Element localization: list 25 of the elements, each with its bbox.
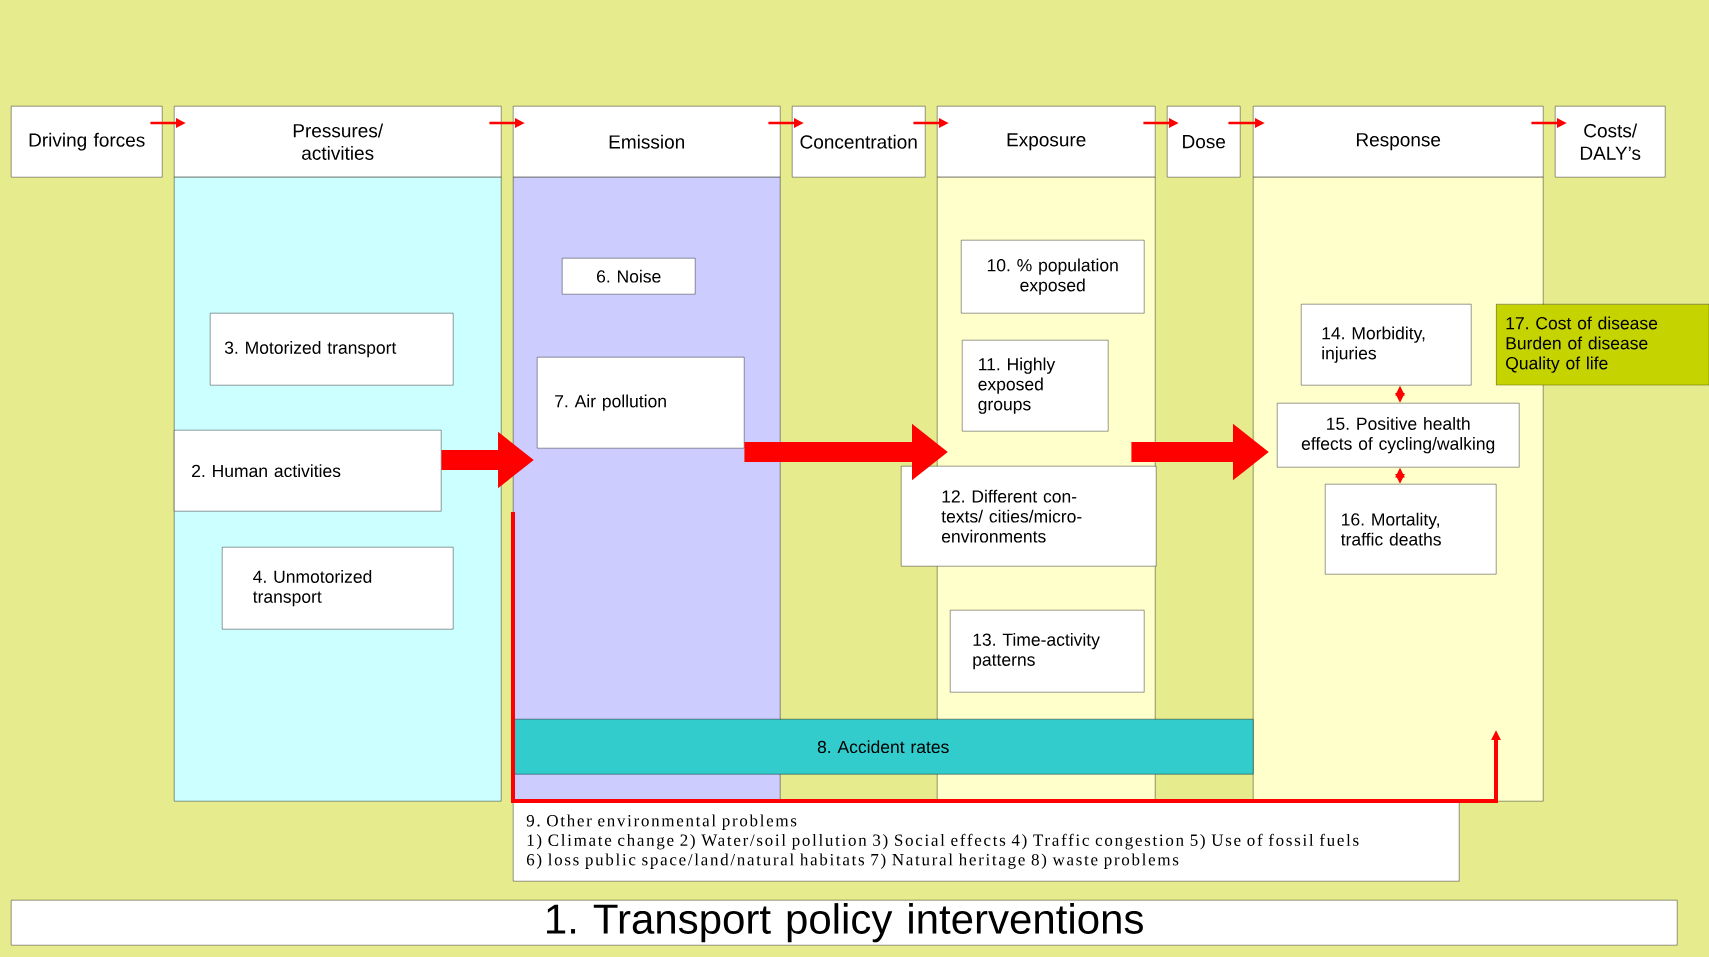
process-box: 14. Morbidity, injuries: [1301, 304, 1472, 386]
header-box: Response: [1253, 106, 1544, 178]
cost-box: 17. Cost of disease Burden of disease Quality of life: [1496, 304, 1709, 386]
header-box: Driving forces: [11, 106, 163, 178]
process-box: 4. Unmotorized transport: [222, 547, 454, 630]
process-box: 10. % population exposed: [961, 240, 1145, 314]
header-box: Exposure: [937, 106, 1156, 178]
header-box: Costs/ DALY’s: [1555, 106, 1666, 178]
process-box: 7. Air pollution: [537, 357, 745, 449]
process-box: 3. Motorized transport: [210, 313, 454, 386]
process-box: 16. Mortality, traffic deaths: [1325, 484, 1497, 575]
process-box: 12. Different con-texts/ cities/micro-environments: [901, 466, 1157, 567]
header-box: Concentration: [792, 106, 926, 178]
header-box: Emission: [513, 106, 781, 178]
note-box: 9. Other environmental problems 1) Climate change 2) Water/soil pollution 3) Social effects 4) Traffic congestion 5) Use of fossil fuels 6) loss public space/land/natural habitats 7) Natural heritage 8) waste problems: [513, 802, 1460, 882]
title-box: 1. Transport policy interventions: [11, 900, 1678, 946]
accident-band: 8. Accident rates: [513, 719, 1254, 775]
process-box: 11. Highly exposed groups: [962, 340, 1109, 432]
process-box: 2. Human activities: [174, 430, 442, 512]
process-box: 13. Time-activity patterns: [950, 610, 1145, 693]
process-box: 6. Noise: [562, 258, 696, 295]
arrow: [511, 512, 1501, 803]
process-box: 15. Positive health effects of cycling/walking: [1277, 403, 1520, 468]
header-box: Pressures/ activities: [174, 106, 502, 178]
header-box: Dose: [1167, 106, 1241, 178]
